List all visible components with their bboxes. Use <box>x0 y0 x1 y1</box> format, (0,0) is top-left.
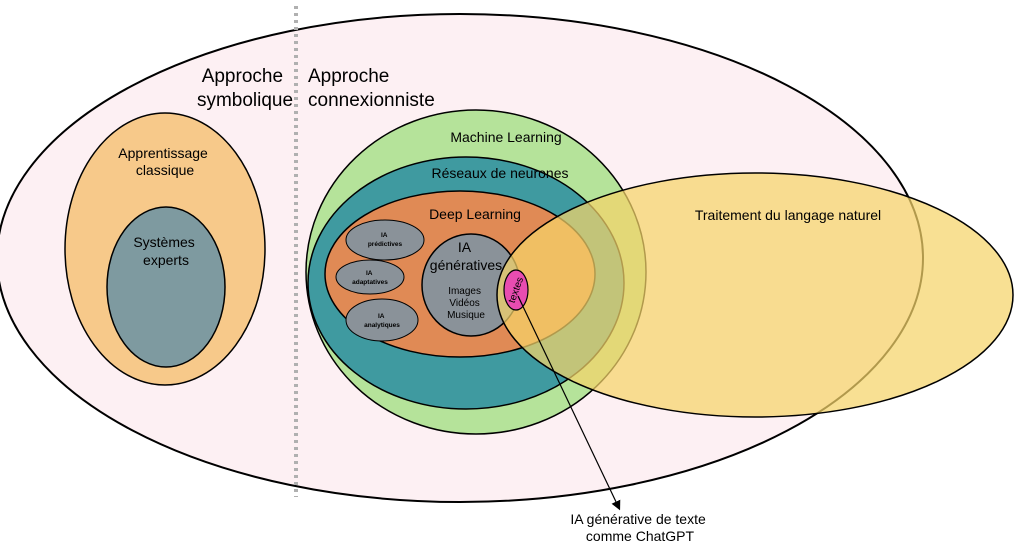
analytic-ai-ellipse <box>345 298 419 342</box>
generative-media-label: Images Vidéos Musique <box>447 286 485 321</box>
expert-systems-label: Systèmes experts <box>133 234 198 268</box>
expert-systems-ellipse <box>106 206 226 368</box>
nlp-ellipse <box>496 172 1014 418</box>
deep-learning-label: Deep Learning <box>429 206 521 222</box>
neural-networks-label: Réseaux de neurones <box>432 165 569 181</box>
adaptive-ai-ellipse <box>335 259 405 295</box>
generative-ai-label: IA génératives <box>430 239 502 273</box>
nlp-label: Traitement du langage naturel <box>695 207 881 223</box>
machine-learning-label: Machine Learning <box>450 129 561 145</box>
callout-arrow <box>517 295 621 511</box>
analytic-ai-label: IA analytiques <box>364 313 400 329</box>
classical-learning-label: Apprentissage classique <box>118 145 211 178</box>
symbolic-approach-label: Approche symbolique <box>197 66 293 111</box>
callout-label: IA générative de texte comme ChatGPT <box>570 511 709 544</box>
predictive-ai-label: IA prédictives <box>368 232 403 248</box>
predictive-ai-ellipse <box>345 219 425 261</box>
texts-ellipse <box>503 269 529 311</box>
connectionist-approach-label: Approche connexionniste <box>308 66 435 111</box>
adaptive-ai-label: IA adaptatives <box>352 270 388 286</box>
